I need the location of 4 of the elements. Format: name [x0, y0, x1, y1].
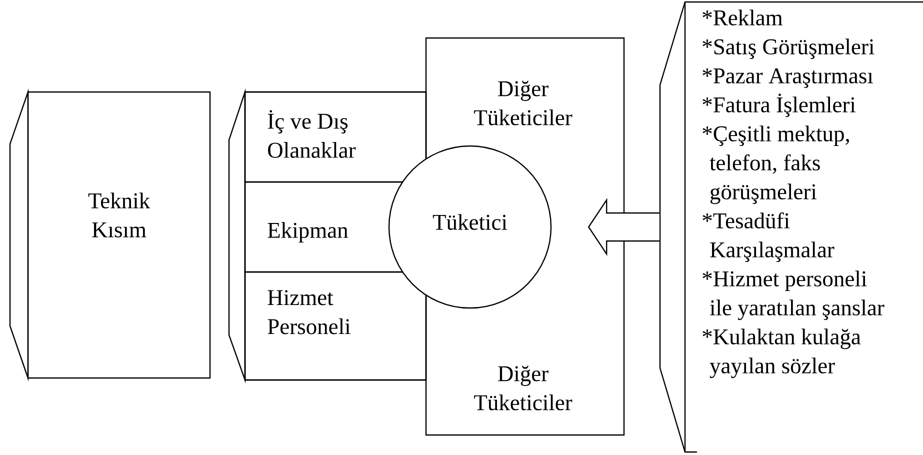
beveled-panel: *Reklam *Satış Görüşmeleri *Pazar Araştırması *Fatura İşlemleri *Çeşitli mektup, telefon, faks görüşmeleri *Tesadüfi Karşılaşmalar *Hizmet personeli ile yaratılan şanslar *Kulaktan kulağa yayılan sözler	[659, 1, 923, 453]
block-arrow	[588, 198, 660, 256]
row-box: İç ve Dış Olanaklar	[244, 91, 427, 183]
row-box: Hizmet Personeli	[244, 271, 427, 381]
